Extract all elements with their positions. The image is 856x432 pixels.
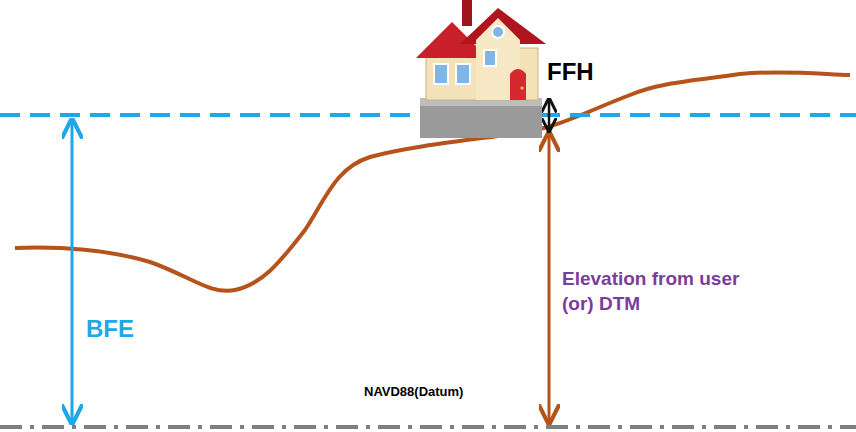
ffh-label: FFH bbox=[547, 56, 594, 87]
elevation-label: Elevation from user (or) DTM bbox=[562, 267, 762, 316]
datum-line bbox=[0, 425, 856, 429]
elevation-arrow bbox=[548, 133, 551, 423]
ffh-arrow bbox=[548, 99, 551, 131]
bfe-arrow bbox=[71, 120, 74, 423]
bfe-label: BFE bbox=[86, 313, 134, 344]
datum-label: NAVD88(Datum) bbox=[364, 384, 463, 401]
terrain-profile bbox=[15, 72, 850, 291]
house-icon bbox=[416, 0, 546, 138]
